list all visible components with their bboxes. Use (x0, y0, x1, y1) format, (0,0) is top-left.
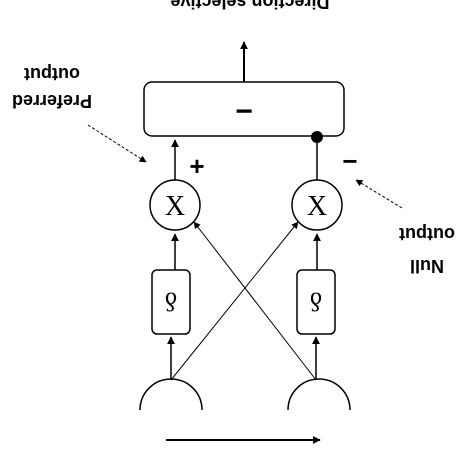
plus-sign: + (189, 151, 204, 181)
left-multiplier (149, 179, 201, 231)
preferred-pointer (87, 124, 147, 163)
null-pointer (355, 179, 403, 209)
cross-arrow-right-to-left (193, 221, 317, 381)
subtraction-box (143, 81, 345, 137)
null-label-line1: Null (410, 256, 444, 276)
left-delay-box (151, 269, 191, 335)
left-multiplier-symbol: X (165, 191, 185, 222)
left-delay-symbol: δ (165, 287, 177, 316)
minus-sign: − (342, 146, 357, 176)
null-label-line2: output (399, 224, 455, 244)
right-receptor (287, 378, 351, 411)
preferred-label-line2: output (24, 64, 80, 84)
inhibitory-dot (311, 131, 323, 143)
cross-arrow-left-to-right (170, 221, 299, 381)
right-multiplier (291, 179, 343, 231)
right-delay-box (296, 269, 336, 335)
diagram-title: Direction selective (170, 0, 329, 12)
left-receptor (139, 378, 203, 411)
subtraction-symbol: − (235, 95, 253, 128)
right-delay-symbol: δ (310, 287, 322, 316)
right-multiplier-symbol: X (307, 191, 327, 222)
preferred-label-line1: Preferred (12, 91, 92, 111)
